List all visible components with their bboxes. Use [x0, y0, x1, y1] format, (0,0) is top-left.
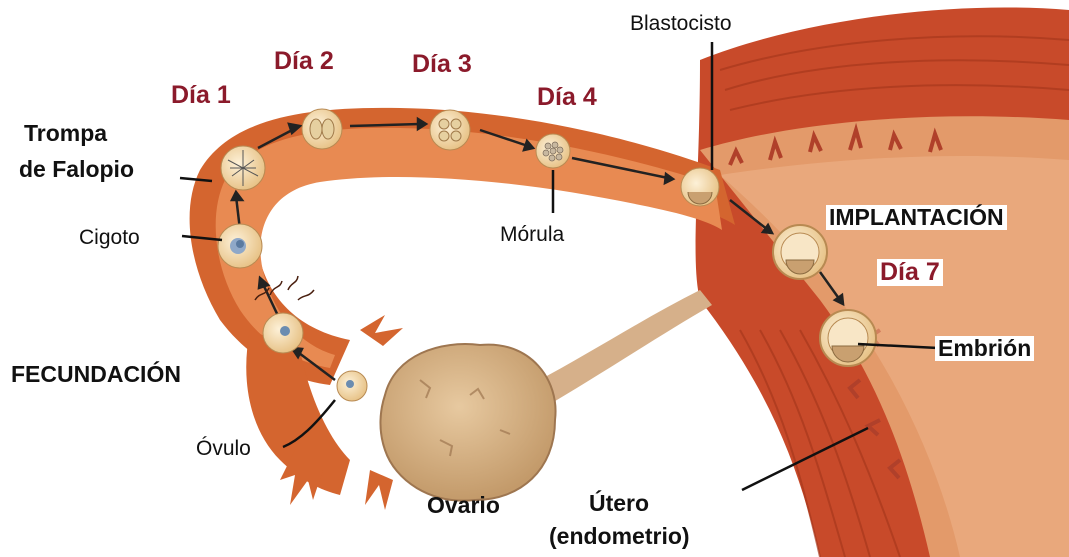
day-4-label: Día 4 [537, 85, 597, 110]
blastocyst-cell [681, 168, 719, 206]
blastocisto-label: Blastocisto [630, 13, 732, 34]
implantacion-label: IMPLANTACIÓN [826, 205, 1007, 230]
morula-cell [536, 134, 570, 168]
ovulo-cell [337, 371, 367, 401]
ovary-shape [380, 344, 555, 501]
utero-label-line2: (endometrio) [549, 525, 690, 548]
day-1-label: Día 1 [171, 83, 231, 108]
day-7-label: Día 7 [877, 259, 943, 286]
trompa-label-line2: de Falopio [19, 158, 134, 181]
utero-label-line1: Útero [589, 492, 649, 515]
day-2-label: Día 2 [274, 49, 334, 74]
fertilized-cell [263, 313, 303, 353]
embrion-label: Embrión [935, 336, 1034, 361]
cigoto-label: Cigoto [79, 227, 140, 248]
day3-cell [430, 110, 470, 150]
cigoto-cell [218, 224, 262, 268]
blastocyst-cell-2 [773, 225, 827, 279]
embryo-implanted [820, 310, 876, 366]
day-3-label: Día 3 [412, 52, 472, 77]
day1-cell [221, 146, 265, 190]
day2-cell [302, 109, 342, 149]
trompa-label-line1: Trompa [24, 122, 107, 145]
morula-label: Mórula [500, 224, 564, 245]
fecundacion-label: FECUNDACIÓN [11, 363, 181, 386]
ovario-label: Ovario [427, 494, 500, 517]
ovulo-label: Óvulo [196, 438, 251, 459]
